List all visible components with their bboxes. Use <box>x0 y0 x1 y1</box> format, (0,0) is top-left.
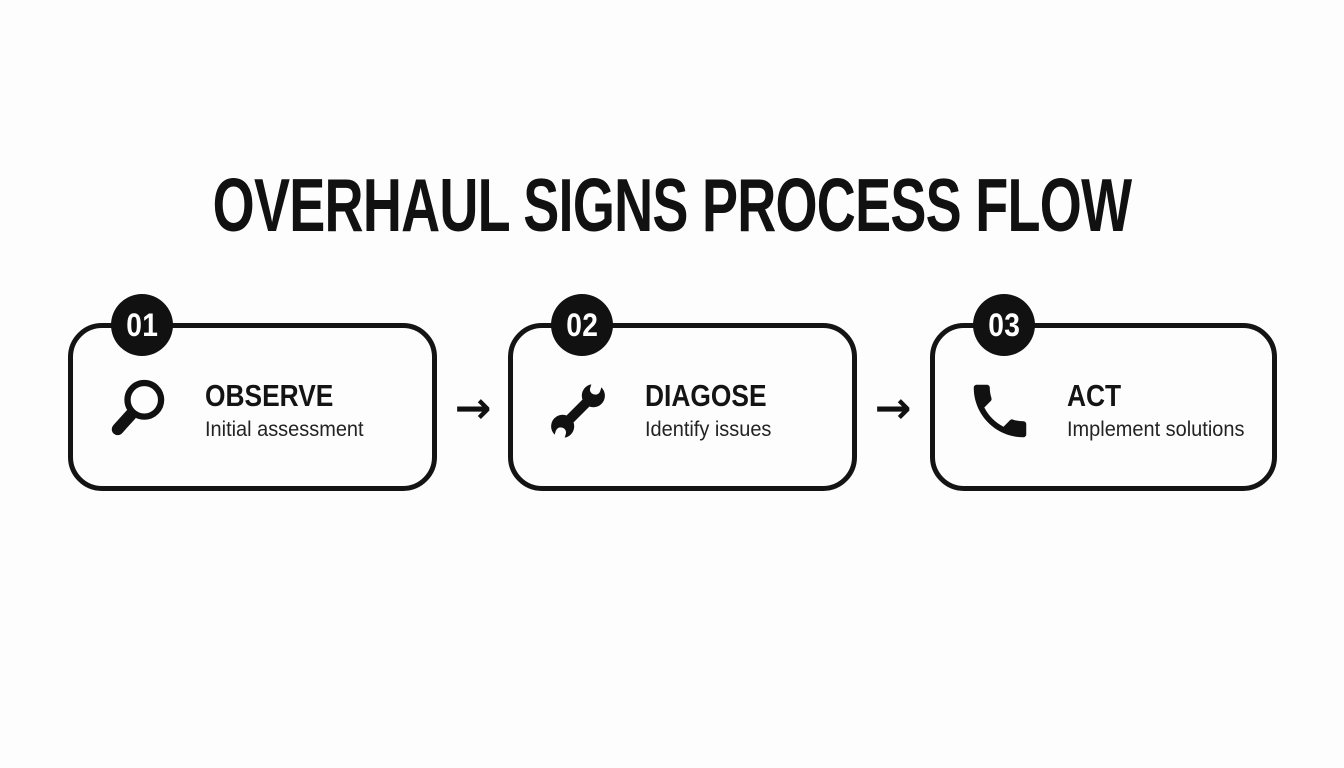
page-title: OVERHAUL SIGNS PROCESS FLOW <box>212 163 1132 248</box>
step-number-badge: 02 <box>551 294 613 356</box>
magnifier-icon <box>103 376 173 446</box>
step-text: OBSERVE Initial assessment <box>205 378 372 442</box>
step-number: 03 <box>987 306 1021 343</box>
flow-arrow-icon: → <box>454 382 492 434</box>
step-number-badge: 03 <box>973 294 1035 356</box>
step-number-badge: 01 <box>111 294 173 356</box>
wrench-icon <box>543 376 613 446</box>
step-description: Initial assessment <box>205 417 364 441</box>
step-text: DIAGOSE Identify issues <box>645 378 788 442</box>
step-description: Implement solutions <box>1067 417 1245 441</box>
step-name: ACT <box>1067 378 1122 413</box>
phone-icon <box>965 376 1035 446</box>
step-card-diagose: 02 DIAGOSE Identify issues <box>508 294 857 491</box>
step-card-act: 03 ACT Implement solutions <box>930 294 1277 491</box>
step-number: 02 <box>565 306 599 343</box>
flow-arrow-icon: → <box>874 382 912 434</box>
step-name: OBSERVE <box>205 378 334 413</box>
step-text: ACT Implement solutions <box>1067 378 1254 442</box>
step-card-observe: 01 OBSERVE Initial assessment <box>68 294 437 491</box>
step-name: DIAGOSE <box>645 378 767 413</box>
step-number: 01 <box>125 306 159 343</box>
step-description: Identify issues <box>645 417 772 441</box>
